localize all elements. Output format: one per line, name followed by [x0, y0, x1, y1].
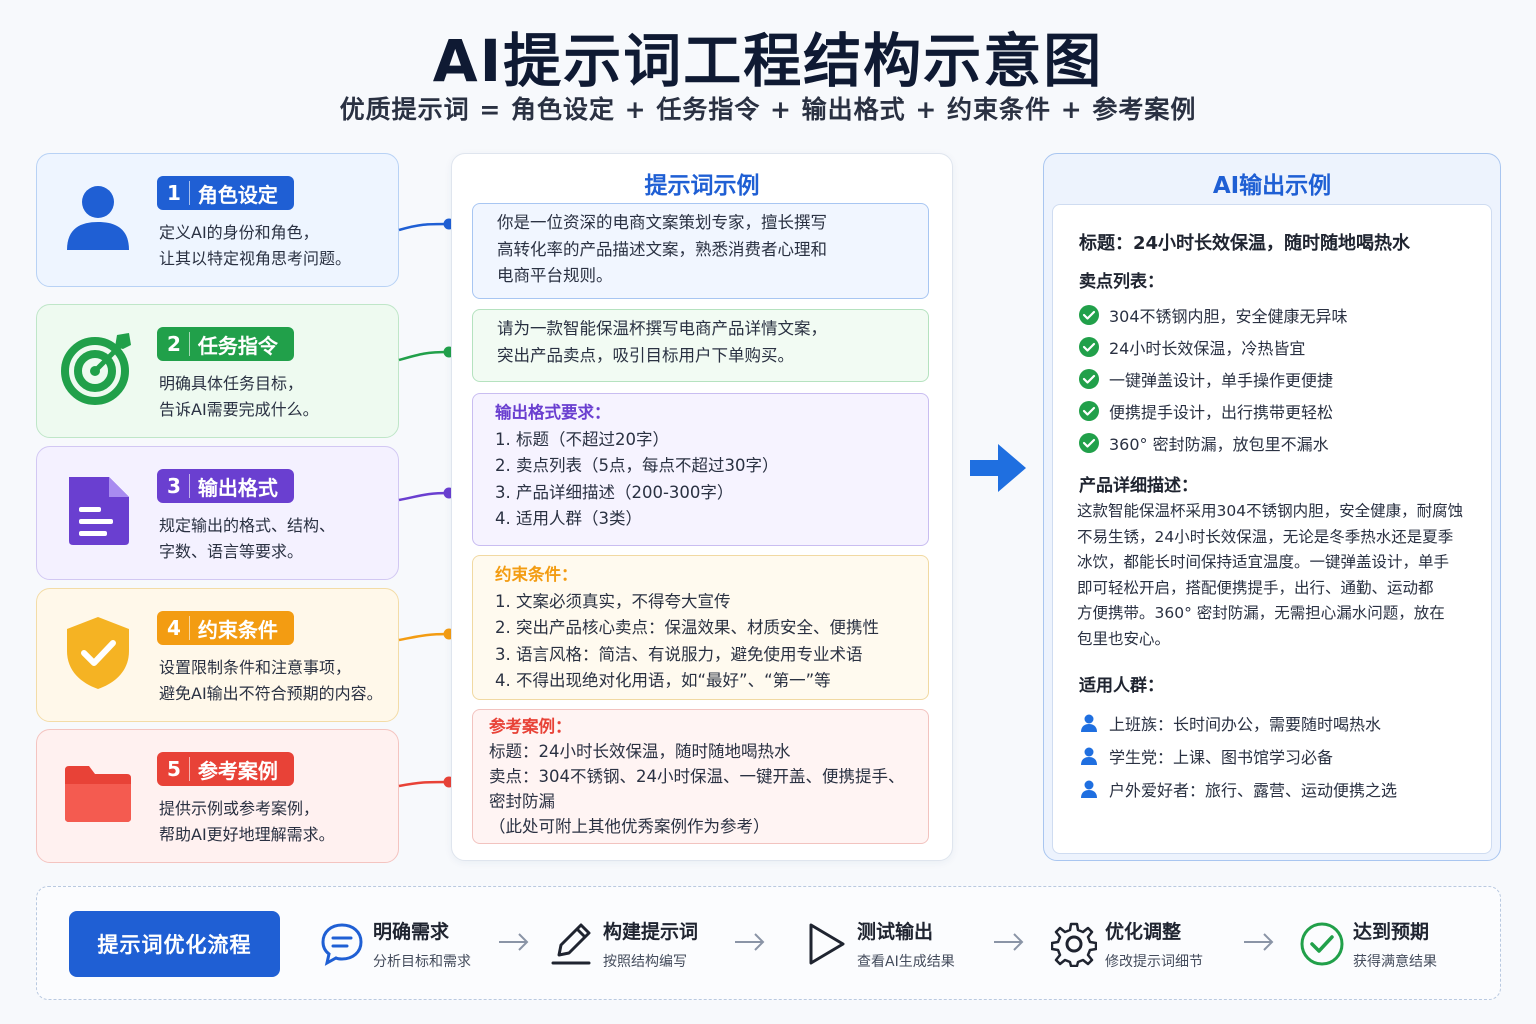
component-description: 提供示例或参考案例，帮助AI更好地理解需求。 [159, 799, 335, 844]
flow-step-build: 构建提示词 按照结构编写 [549, 915, 729, 975]
flow-arrow-icon [735, 933, 765, 951]
output-headline: 标题：24小时长效保温，随时随地喝热水 [1079, 233, 1411, 254]
check-circle-icon [1079, 337, 1099, 357]
page-subtitle: 优质提示词 = 角色设定 + 任务指令 + 输出格式 + 约束条件 + 参考案例 [339, 95, 1197, 124]
flow-step-clarify: 明确需求 分析目标和需求 [319, 915, 499, 975]
check-circle-icon [1079, 401, 1099, 421]
component-description: 定义AI的身份和角色，让其以特定视角思考问题。 [159, 223, 352, 268]
person-icon [67, 186, 129, 250]
flow-arrow-icon [1244, 933, 1274, 951]
list-item: 一键弹盖设计，单手操作更便捷 [1079, 367, 1333, 391]
example-task-box: 请为一款智能保温杯撰写电商产品详情文案， 突出产品卖点，吸引目标用户下单购买。 [472, 309, 929, 382]
audience-heading: 适用人群： [1079, 676, 1164, 696]
flow-step-achieve: 达到预期 获得满意结果 [1299, 915, 1479, 975]
example-role-box: 你是一位资深的电商文案策划专家，擅长撰写 高转化率的产品描述文案，熟悉消费者心理… [472, 203, 929, 299]
check-circle-icon [1079, 433, 1099, 453]
shield-check-icon [67, 617, 129, 689]
arrow-right-icon [970, 444, 1026, 492]
list-item: 学生党：上课、图书馆学习必备 [1079, 744, 1333, 768]
gear-icon [1051, 922, 1097, 967]
list-item: 304不锈钢内胆，安全健康无异味 [1079, 303, 1348, 327]
product-description: 这款智能保温杯采用304不锈钢内胆，安全健康，耐腐蚀 不易生锈，24小时长效保温… [1077, 502, 1464, 648]
ai-output-title: AI输出示例 [1212, 173, 1332, 199]
chat-icon [321, 923, 363, 966]
check-circle-icon [1079, 369, 1099, 389]
user-icon [1081, 747, 1097, 765]
user-icon [1081, 714, 1097, 732]
optimization-flow: 提示词优化流程 明确需求 分析目标和需求 构建提示词 按照结构编写 测试输出 查… [36, 886, 1501, 1000]
flow-step-optimize: 优化调整 修改提示词细节 [1051, 915, 1231, 975]
play-icon [809, 923, 845, 965]
target-icon [61, 333, 131, 405]
description-heading: 产品详细描述： [1079, 476, 1198, 496]
flow-arrow-icon [994, 933, 1024, 951]
prompt-example-title: 提示词示例 [644, 173, 760, 199]
check-circle-icon [1300, 922, 1344, 966]
check-circle-icon [1079, 305, 1099, 325]
flow-step-test: 测试输出 查看AI生成结果 [803, 915, 983, 975]
example-constraint-box: 约束条件： 1. 文案必须真实，不得夸大宣传 2. 突出产品核心卖点：保温效果、… [472, 555, 929, 700]
page-title: AI提示词工程结构示意图 [432, 27, 1104, 95]
list-item: 360° 密封防漏，放包里不漏水 [1079, 431, 1329, 455]
points-heading: 卖点列表： [1079, 272, 1164, 292]
ai-output-content: 标题：24小时长效保温，随时随地喝热水 卖点列表： 304不锈钢内胆，安全健康无… [1052, 204, 1492, 854]
component-description: 规定输出的格式、结构、字数、语言等要求。 [159, 516, 336, 561]
folder-icon [65, 766, 131, 822]
list-item: 上班族：长时间办公，需要随时喝热水 [1079, 711, 1381, 735]
example-reference-box: 参考案例： 标题：24小时长效保温，随时随地喝热水 卖点：304不锈钢、24小时… [472, 709, 929, 844]
list-item: 24小时长效保温，冷热皆宜 [1079, 335, 1305, 359]
ai-output-panel: AI输出示例 标题：24小时长效保温，随时随地喝热水 卖点列表： 304不锈钢内… [1043, 153, 1501, 861]
flow-label-button: 提示词优化流程 [69, 911, 280, 977]
component-description: 明确具体任务目标，告诉AI需要完成什么。 [159, 374, 319, 419]
user-icon [1081, 780, 1097, 798]
document-icon [69, 477, 129, 545]
example-format-box: 输出格式要求： 1. 标题（不超过20字） 2. 卖点列表（5点，每点不超过30… [472, 393, 929, 546]
list-item: 便携提手设计，出行携带更轻松 [1079, 399, 1333, 423]
prompt-example-panel: 提示词示例 你是一位资深的电商文案策划专家，擅长撰写 高转化率的产品描述文案，熟… [451, 153, 953, 861]
flow-arrow-icon [499, 933, 529, 951]
component-description: 设置限制条件和注意事项，避免AI输出不符合预期的内容。 [159, 658, 383, 703]
list-item: 户外爱好者：旅行、露营、运动便携之选 [1079, 777, 1397, 801]
pencil-icon [551, 923, 591, 965]
